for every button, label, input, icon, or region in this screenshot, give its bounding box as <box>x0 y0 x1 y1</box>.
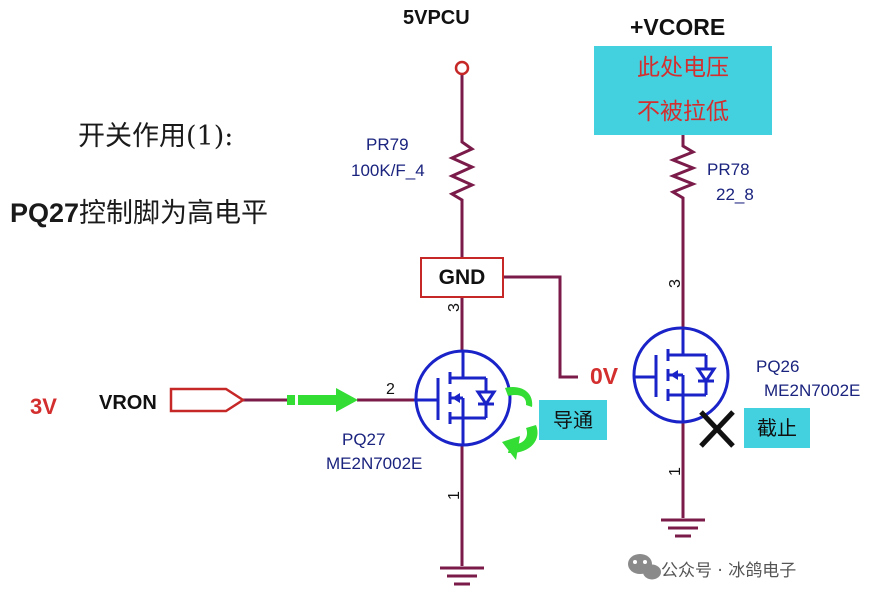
transistor-pq26 <box>632 326 730 424</box>
signal-arrow <box>287 388 358 412</box>
pr79-ref: PR79 <box>366 135 409 154</box>
vron-label: VRON <box>99 392 157 414</box>
vcc-terminal-left <box>454 60 470 76</box>
net-label-5vpcu: 5VPCU <box>403 7 470 29</box>
watermark-text: 公众号 · 冰鸽电子 <box>661 561 797 581</box>
heading-line-2-bold: PQ27 <box>10 198 80 228</box>
transistor-pq27 <box>414 349 512 447</box>
pq26-pin-source: 1 <box>667 467 684 476</box>
state-tag-off: 截止 <box>744 408 810 448</box>
pr78-value: 22_8 <box>716 185 754 204</box>
net-label-vcore: +VCORE <box>630 14 726 40</box>
cutoff-x-icon <box>699 410 735 448</box>
pq27-pin-source: 1 <box>446 491 463 500</box>
pq27-ref: PQ27 <box>342 430 386 449</box>
pq27-part: ME2N7002E <box>326 454 423 473</box>
pr78-ref: PR78 <box>707 160 750 179</box>
vron-connector <box>169 387 246 413</box>
input-voltage-label: 3V <box>30 394 57 419</box>
pq27-channel-arrow <box>452 393 460 403</box>
ground-symbol-right <box>661 518 705 538</box>
conduction-arrow-icon <box>502 387 538 460</box>
pr79-value: 100K/F_4 <box>351 161 425 180</box>
ground-symbol-left <box>440 566 484 586</box>
callout-line-2: 不被拉低 <box>637 99 729 125</box>
gnd-box: GND <box>420 257 504 298</box>
pq26-channel-arrow <box>670 370 678 380</box>
heading-line-1: 开关作用(1): <box>78 121 234 152</box>
callout-line-1: 此处电压 <box>637 55 729 81</box>
wechat-logo-icon <box>628 554 661 580</box>
pq26-part: ME2N7002E <box>764 381 861 400</box>
resistor-pr78 <box>668 140 698 204</box>
state-tag-on: 导通 <box>539 400 607 440</box>
zero-volt-label: 0V <box>590 363 619 389</box>
resistor-pr79 <box>448 130 476 205</box>
pq26-pin-drain: 3 <box>667 279 684 288</box>
pq27-pin-drain: 3 <box>446 303 463 312</box>
heading-line-2: PQ27控制脚为高电平 <box>10 191 268 230</box>
heading-line-2-rest: 控制脚为高电平 <box>79 198 269 229</box>
pq26-ref: PQ26 <box>756 357 800 376</box>
left-branch-wires <box>243 74 578 566</box>
voltage-callout: 此处电压 不被拉低 <box>594 46 772 135</box>
pq27-pin-gate: 2 <box>386 381 395 398</box>
